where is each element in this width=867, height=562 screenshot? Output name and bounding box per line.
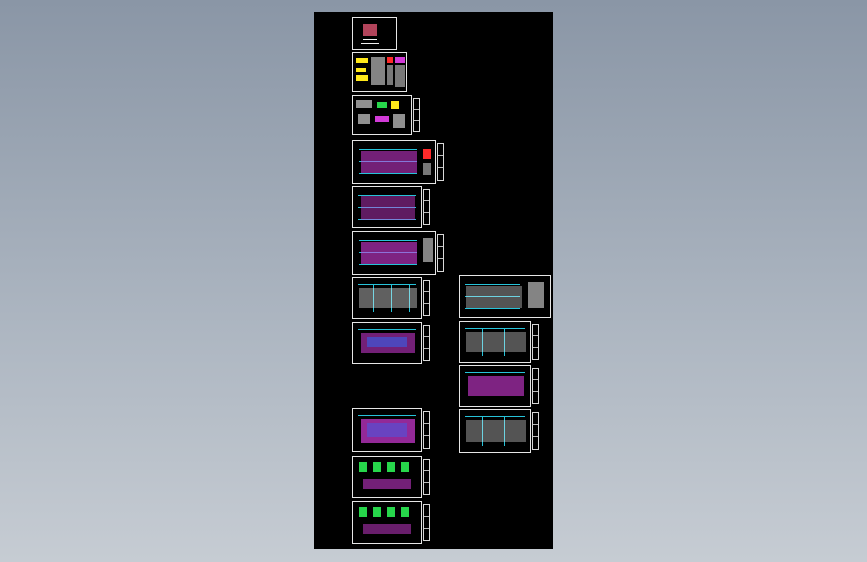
slab-plan-1[interactable]	[352, 277, 430, 319]
title-block	[437, 234, 444, 272]
axis-line	[465, 296, 520, 297]
axis-line	[373, 284, 374, 312]
axis-line	[504, 328, 505, 356]
plan-rebar	[468, 376, 524, 396]
stair-section	[359, 462, 367, 472]
slab-rebar	[367, 337, 407, 347]
axis-line	[358, 415, 416, 416]
right-plan-1[interactable]	[459, 275, 551, 318]
column-plan[interactable]	[352, 186, 430, 228]
notes-mark	[395, 57, 405, 63]
notes-highlight	[356, 75, 368, 81]
stair-detail	[363, 524, 411, 534]
axis-line	[359, 173, 417, 174]
stair-details-2[interactable]	[352, 501, 430, 544]
title-block	[423, 504, 430, 541]
stair-section	[373, 507, 381, 517]
cover-line	[363, 39, 377, 40]
cover-logo	[363, 24, 377, 36]
axis-line	[504, 416, 505, 446]
details-sheet-1[interactable]	[352, 95, 420, 135]
detail-figure	[375, 116, 389, 122]
axis-line	[358, 207, 416, 208]
axis-line	[358, 219, 416, 220]
plan-grid	[466, 286, 522, 308]
stair-section	[373, 462, 381, 472]
stair-section	[387, 462, 395, 472]
notes-highlight	[356, 68, 366, 72]
axis-line	[409, 284, 410, 312]
title-block	[423, 459, 430, 495]
stair-details-1[interactable]	[352, 456, 430, 498]
plan-grid	[466, 420, 526, 442]
stair-section	[359, 507, 367, 517]
notes-highlight	[356, 58, 368, 63]
axis-line	[358, 284, 416, 285]
axis-line	[359, 264, 417, 265]
title-block	[532, 368, 539, 404]
stair-section	[401, 462, 409, 472]
roof-rebar	[367, 423, 407, 437]
right-plan-2[interactable]	[459, 321, 539, 363]
axis-line	[358, 329, 416, 330]
detail-figure	[356, 100, 372, 108]
schedule-table	[423, 238, 433, 262]
axis-line	[465, 416, 525, 417]
axis-line	[465, 284, 520, 285]
beam-plan-1[interactable]	[352, 231, 444, 275]
title-block	[423, 325, 430, 361]
axis-line	[358, 195, 416, 196]
slab-plan-2[interactable]	[352, 322, 430, 364]
notes-text-block	[387, 65, 393, 85]
title-block	[437, 143, 444, 181]
slab-grid	[359, 288, 417, 308]
axis-line	[391, 284, 392, 312]
roof-rebar	[361, 419, 415, 443]
detail-figure	[393, 114, 405, 128]
right-plan-4[interactable]	[459, 409, 539, 453]
detail-figure	[358, 114, 370, 124]
notes-sheet[interactable]	[352, 52, 407, 92]
title-block	[423, 189, 430, 225]
footing-pattern	[361, 151, 417, 173]
notes-text-block	[395, 65, 405, 87]
axis-line	[359, 149, 417, 150]
roof-plan[interactable]	[352, 408, 430, 452]
axis-line	[482, 328, 483, 356]
axis-line	[465, 328, 525, 329]
right-plan-3[interactable]	[459, 365, 539, 407]
axis-line	[465, 308, 520, 309]
schedule-table	[528, 282, 544, 308]
cover-sheet[interactable]	[352, 17, 397, 50]
title-block	[532, 412, 539, 450]
stair-section	[387, 507, 395, 517]
notes-text-block	[371, 57, 385, 85]
cover-line	[361, 43, 379, 44]
title-block	[532, 324, 539, 360]
beam-pattern	[361, 242, 417, 264]
detail-figure	[391, 101, 399, 109]
column-grid	[361, 196, 415, 220]
stair-detail	[363, 479, 411, 489]
foundation-plan[interactable]	[352, 140, 444, 184]
detail-figure	[377, 102, 387, 108]
axis-line	[482, 416, 483, 446]
legend-text	[423, 163, 431, 175]
plan-grid	[466, 332, 526, 352]
title-block	[413, 98, 420, 132]
notes-mark	[387, 57, 393, 63]
axis-line	[359, 240, 417, 241]
axis-line	[465, 372, 525, 373]
stair-section	[401, 507, 409, 517]
legend-mark	[423, 149, 431, 159]
title-block	[423, 411, 430, 449]
drawing-canvas[interactable]	[314, 12, 553, 549]
title-block	[423, 280, 430, 316]
